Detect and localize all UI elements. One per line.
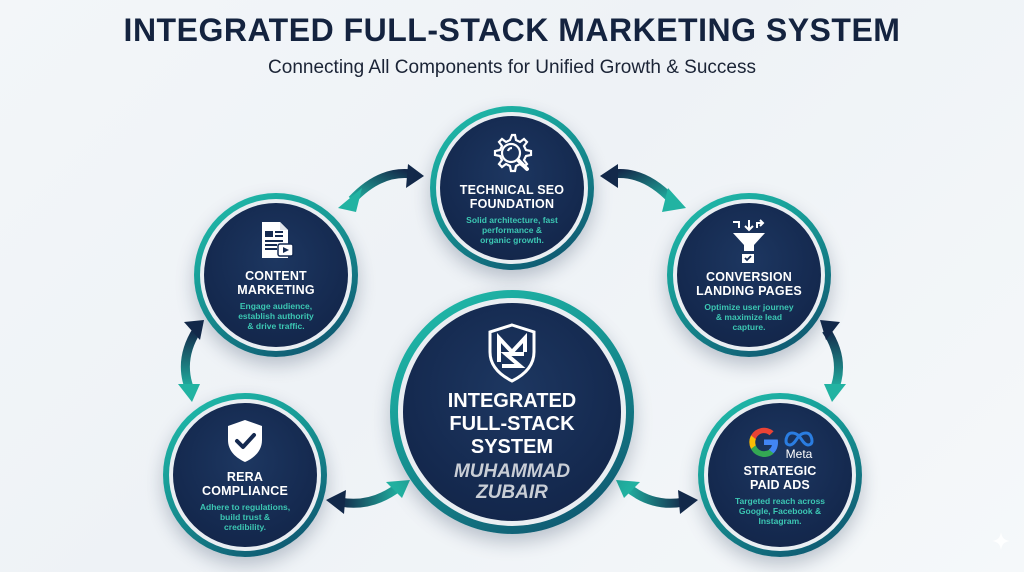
node-title: CONTENT MARKETING [237,269,315,297]
node-center-integrated-system: INTEGRATED FULL-STACK SYSTEM MUHAMMAD ZU… [390,290,634,534]
center-title: INTEGRATED FULL-STACK SYSTEM [447,389,577,458]
sparkle-icon [992,532,1010,550]
node-description: Targeted reach across Google, Facebook &… [734,496,826,526]
arrow-conversion-to-paidads [820,320,846,402]
gear-magnifier-icon [493,133,533,173]
meta-infinity-icon [784,431,814,447]
node-description: Solid architecture, fast performance & o… [466,215,558,245]
ad-platform-logos: Meta [746,424,814,460]
arrow-content-to-rera [178,320,204,402]
node-description: Engage audience, establish authority & d… [238,301,314,331]
document-video-icon [262,222,294,258]
meta-logo-text: Meta [785,447,813,461]
page-subtitle: Connecting All Components for Unified Gr… [268,57,756,78]
node-content-marketing: CONTENT MARKETING Engage audience, estab… [194,193,358,357]
node-strategic-paid-ads: Meta STRATEGIC PAID ADS Targeted reach a… [698,393,862,557]
shield-check-icon [228,420,262,462]
google-g-icon [749,427,778,457]
arrow-seo-to-conversion [600,164,686,212]
arrow-rera-to-center [326,480,410,514]
arrow-center-to-paidads [616,480,698,514]
node-technical-seo: TECHNICAL SEO FOUNDATION Solid architect… [430,106,594,270]
funnel-checkbox-icon [733,219,765,263]
arrow-content-to-seo [338,164,424,212]
node-title: CONVERSION LANDING PAGES [696,270,802,298]
node-title: RERA COMPLIANCE [201,470,289,498]
ms-shield-logo-icon [488,322,536,383]
page-title: INTEGRATED FULL-STACK MARKETING SYSTEM [123,12,901,48]
node-title: TECHNICAL SEO FOUNDATION [459,183,565,211]
node-rera-compliance: RERA COMPLIANCE Adhere to regulations, b… [163,393,327,557]
node-title: STRATEGIC PAID ADS [743,464,817,492]
author-name: MUHAMMAD ZUBAIR [453,460,571,503]
node-conversion-landing-pages: CONVERSION LANDING PAGES Optimize user j… [667,193,831,357]
node-description: Optimize user journey & maximize lead ca… [704,302,794,332]
node-description: Adhere to regulations, build trust & cre… [199,502,291,532]
